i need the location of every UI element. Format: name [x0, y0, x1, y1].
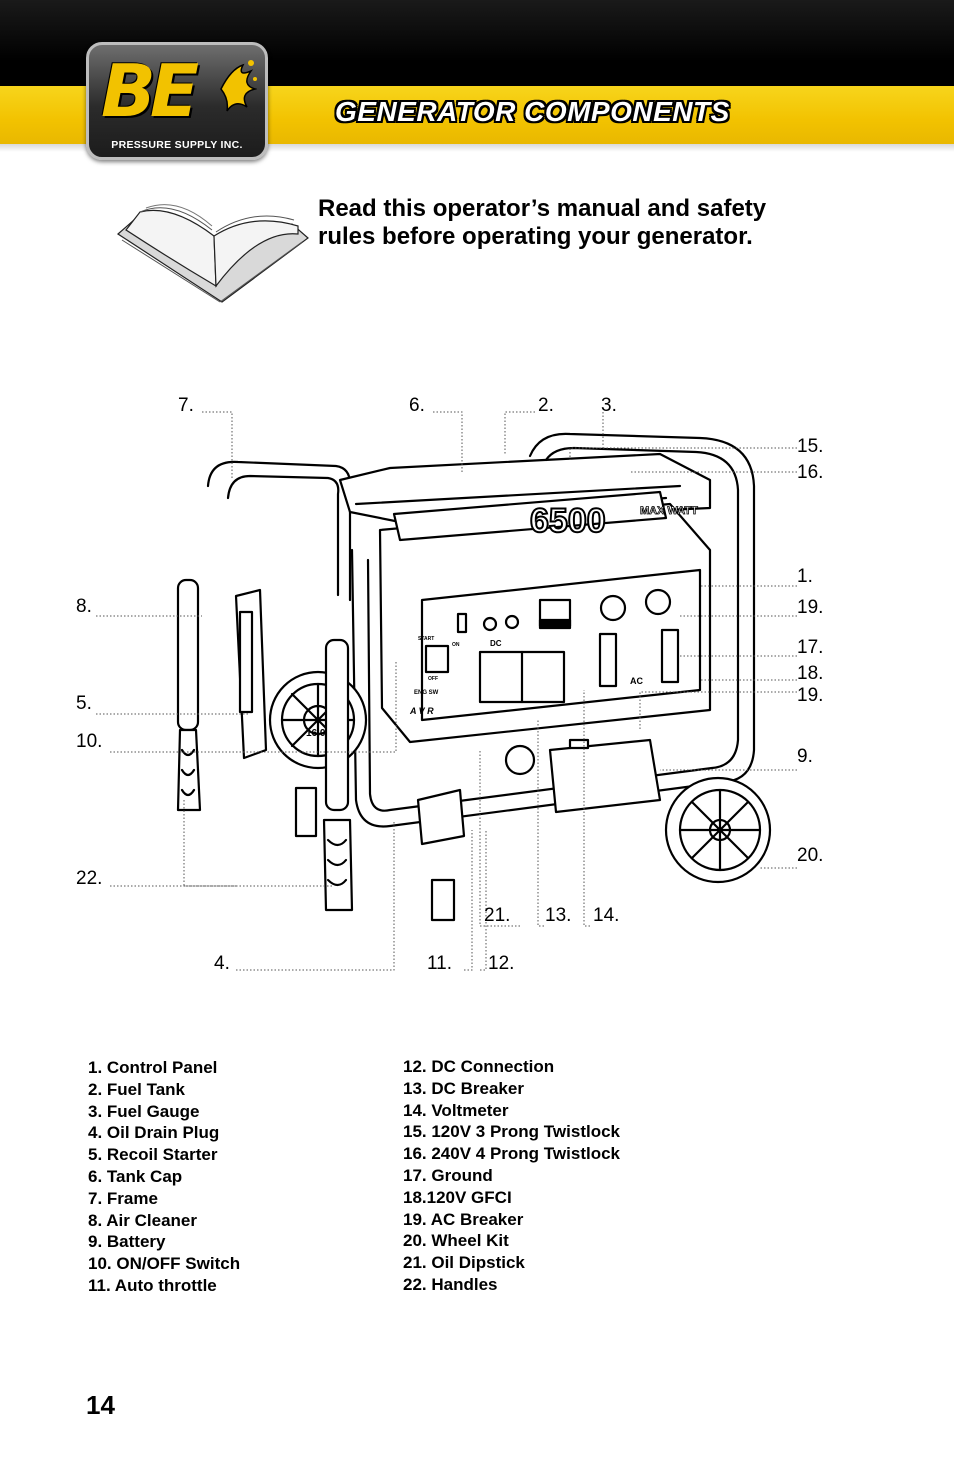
panel-off-label: OFF	[428, 676, 438, 682]
part-item: 2. Fuel Tank	[88, 1079, 185, 1099]
callout-14: 14.	[593, 905, 620, 926]
safety-notice-line2: rules before operating your generator.	[318, 223, 753, 250]
part-item: 19. AC Breaker	[403, 1209, 524, 1229]
callout-16: 16.	[797, 462, 824, 483]
callout-9: 9.	[797, 746, 813, 767]
callout-6: 6.	[409, 395, 425, 416]
company-logo: BE PRESSURE SUPPLY INC.	[86, 42, 268, 160]
logo-splash-icon	[220, 60, 257, 112]
callout-7: 7.	[178, 395, 194, 416]
part-item: 17. Ground	[403, 1165, 493, 1185]
page-number: 14	[86, 1390, 115, 1420]
panel-avr-label: A V R	[409, 706, 434, 716]
brand-sub: MAX WATT	[640, 505, 698, 517]
panel-engsw-label: ENG SW	[414, 690, 439, 696]
parts-list-left: 1. Control Panel 2. Fuel Tank 3. Fuel Ga…	[88, 1057, 240, 1297]
engine-label: 16.0	[306, 728, 326, 739]
part-item: 13. DC Breaker	[403, 1078, 524, 1098]
brand-number: 6500	[530, 502, 606, 540]
safety-notice-line1: Read this operator’s manual and safety	[318, 195, 767, 222]
callout-2: 2.	[538, 395, 554, 416]
callout-5: 5.	[76, 693, 92, 714]
part-item: 11. Auto throttle	[88, 1275, 217, 1295]
panel-start-label: START	[418, 636, 434, 642]
callout-18: 18.	[797, 663, 824, 684]
callout-4: 4.	[214, 953, 230, 974]
panel-dc-label: DC	[490, 639, 502, 648]
callout-17: 17.	[797, 637, 824, 658]
part-item: 15. 120V 3 Prong Twistlock	[403, 1122, 620, 1142]
logo-mark: BE	[101, 49, 199, 133]
callout-3: 3.	[601, 395, 617, 416]
callout-13: 13.	[545, 905, 572, 926]
safety-notice: Read this operator’s manual and safety r…	[318, 195, 878, 251]
open-book-icon	[117, 204, 309, 303]
frame-back	[206, 460, 352, 602]
callout-11: 11.	[427, 953, 453, 974]
page-title: GENERATOR COMPONENTS	[335, 96, 730, 127]
header-divider	[0, 144, 954, 152]
callout-1: 1.	[797, 566, 813, 587]
callout-19a: 19.	[797, 597, 824, 618]
part-item: 16. 240V 4 Prong Twistlock	[403, 1144, 620, 1164]
part-item: 5. Recoil Starter	[88, 1145, 218, 1165]
frame-front	[350, 432, 756, 828]
part-item: 20. Wheel Kit	[403, 1231, 509, 1251]
part-item: 21. Oil Dipstick	[403, 1253, 525, 1273]
part-item: 14. Voltmeter	[403, 1100, 509, 1120]
panel-on-label: ON	[452, 642, 460, 648]
logo-subtext: PRESSURE SUPPLY INC.	[111, 139, 243, 151]
part-item: 6. Tank Cap	[88, 1166, 183, 1186]
handle-right	[324, 638, 350, 812]
part-item: 9. Battery	[88, 1232, 166, 1252]
callout-22: 22.	[76, 868, 103, 889]
callout-8: 8.	[76, 596, 92, 617]
battery	[548, 738, 662, 814]
part-item: 8. Air Cleaner	[88, 1210, 197, 1230]
part-item: 22. Handles	[403, 1274, 498, 1294]
part-item: 7. Frame	[88, 1188, 158, 1208]
part-item: 3. Fuel Gauge	[88, 1101, 200, 1121]
callout-10: 10.	[76, 731, 103, 752]
callout-21: 21.	[484, 905, 511, 926]
part-item: 1. Control Panel	[88, 1058, 218, 1077]
part-item: 18.120V GFCI	[403, 1187, 512, 1207]
callout-19b: 19.	[797, 685, 824, 706]
part-item: 10. ON/OFF Switch	[88, 1254, 241, 1274]
panel-ac-label: AC	[630, 676, 643, 686]
part-item: 4. Oil Drain Plug	[88, 1123, 220, 1143]
parts-list-right: 12. DC Connection 13. DC Breaker 14. Vol…	[403, 1056, 620, 1296]
part-item: 12. DC Connection	[403, 1057, 555, 1076]
handle-left	[176, 578, 200, 732]
callout-12: 12.	[488, 953, 515, 974]
callout-20: 20.	[797, 845, 824, 866]
generator-diagram: 6500 MAX WATT DC AC A V R ENG SW START O…	[96, 411, 797, 971]
callout-15: 15.	[797, 436, 824, 457]
